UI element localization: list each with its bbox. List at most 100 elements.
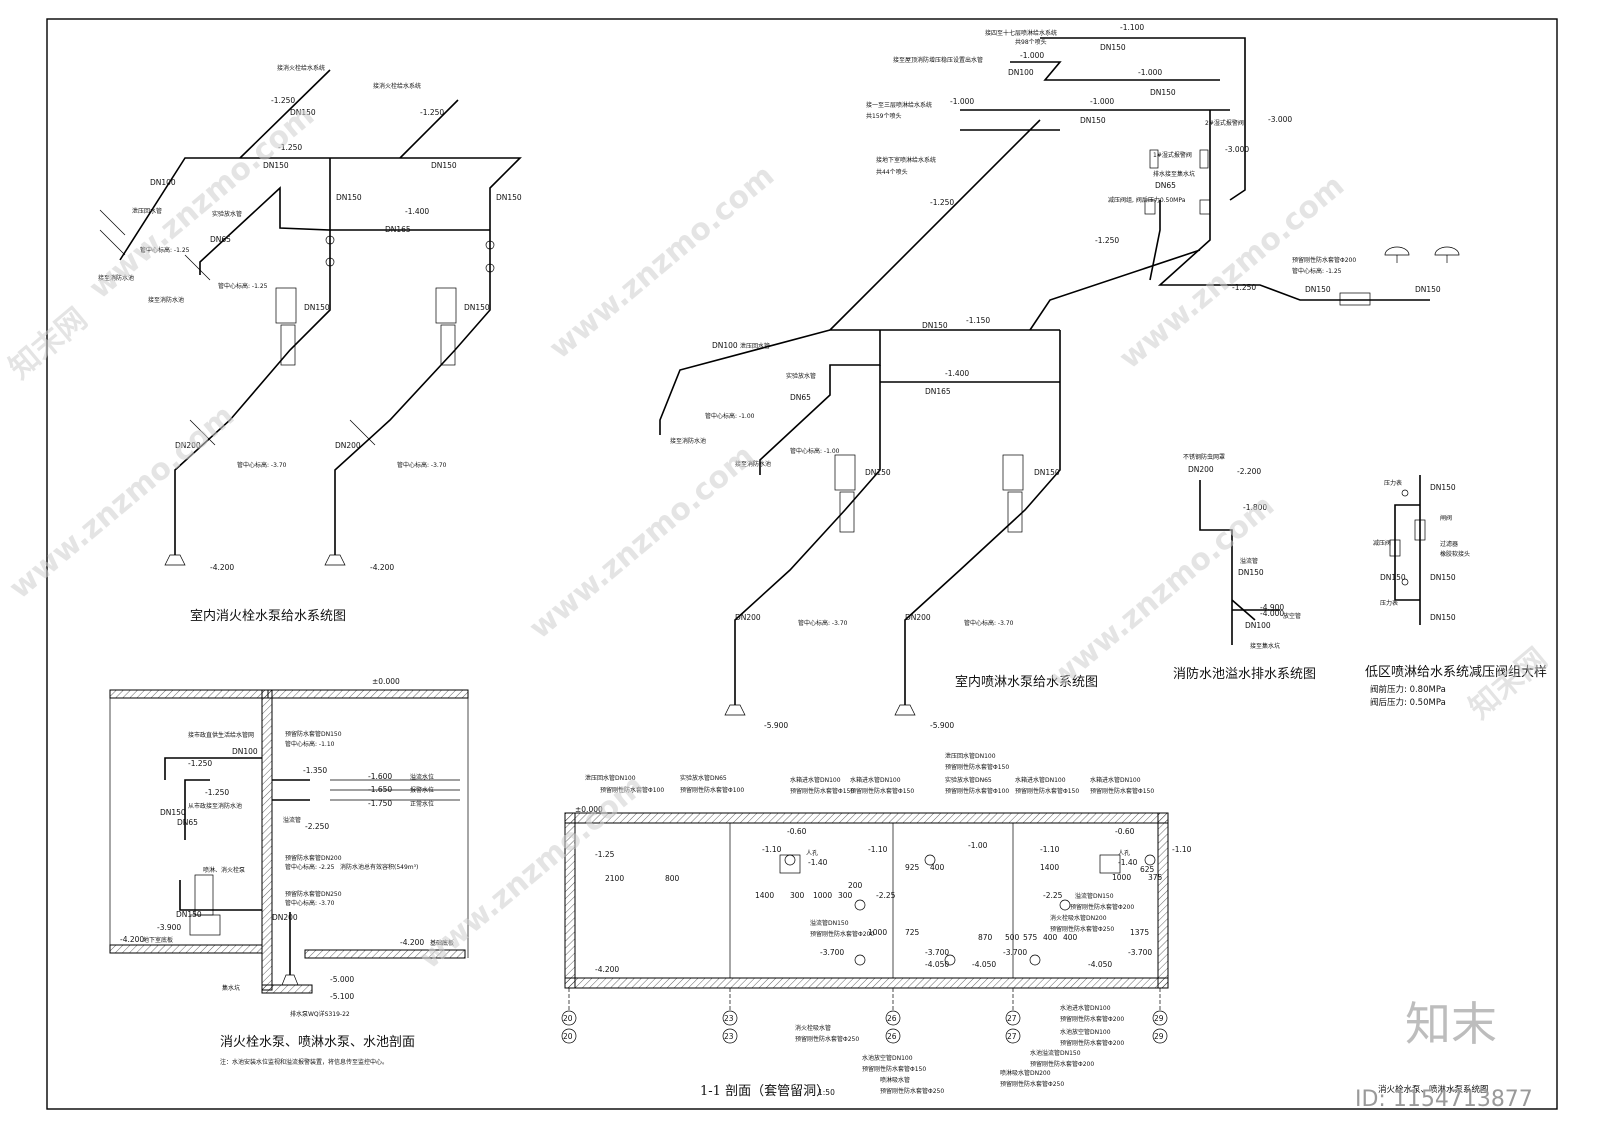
axis-top-20: 20 — [563, 1014, 573, 1023]
ps-el-3900: -3.900 — [157, 923, 181, 932]
of-el-4900: -4.900 — [1260, 603, 1284, 612]
vg-dn150-b: DN150 — [1380, 573, 1406, 582]
ps-w3: 正常水位 — [410, 800, 434, 808]
ps-el-5000: -5.000 — [330, 975, 354, 984]
of-el-2200: -2.200 — [1237, 467, 1261, 476]
watermark-brand-2: 知末网 — [1463, 641, 1554, 726]
s11-el-420: -4.200 — [595, 965, 619, 974]
overflow-title: 消防水池溢水排水系统图 — [1173, 666, 1316, 682]
vg-gauge1: 压力表 — [1384, 479, 1402, 487]
valve-pre-pressure: 阀前压力: 0.80MPa — [1370, 684, 1446, 695]
s11-d925: 925 — [905, 863, 920, 872]
s11-el-370c: -3.700 — [1003, 948, 1027, 957]
ps-pump: 喷淋、消火栓泵 — [203, 866, 245, 874]
of-el-1800: -1.800 — [1243, 503, 1267, 512]
s11-top5b: 预留刚性防水套管Φ150 — [945, 763, 1009, 771]
valve-group-diagram: 压力表 DN150 闸阀 减压阀 过滤器 橡胶软接头 DN150 DN150 压… — [1365, 475, 1547, 708]
axis-top-27: 27 — [1007, 1014, 1017, 1023]
spr-c4: 管中心标高: -3.70 — [964, 619, 1014, 627]
s11-el-110b: -1.10 — [868, 845, 888, 854]
s11-b4a: 水池进水管DN100 — [1060, 1004, 1111, 1012]
ps-center110: 管中心标高: -1.10 — [285, 740, 335, 748]
s11-d1000b: 1000 — [1112, 873, 1131, 882]
section-11-scale: 1:50 — [818, 1088, 835, 1097]
vg-valve: 闸阀 — [1440, 514, 1452, 522]
watermark-brand-1: 知末网 — [3, 301, 94, 386]
hydrant-dn100: DN100 — [150, 178, 176, 187]
s11-el-140a: -1.40 — [808, 858, 828, 867]
pump-note: 注：水池安装水位监视和溢流报警装置，将信息传至监控中心。 — [220, 1058, 388, 1066]
axis-bot-26: 26 — [887, 1032, 897, 1041]
spr-dn150-e: DN150 — [1415, 285, 1441, 294]
spr-dn165: DN165 — [925, 387, 951, 396]
s11-top8a: 水箱进水管DN100 — [1090, 776, 1141, 784]
s11-d1400b: 1400 — [1040, 863, 1059, 872]
s11-d870: 870 — [978, 933, 993, 942]
ps-el-1250a: -1.250 — [188, 759, 212, 768]
vg-filter: 过滤器 — [1440, 540, 1458, 548]
spr-dn150-a: DN150 — [1100, 43, 1126, 52]
s11-b3a: 喷淋吸水管 — [880, 1076, 910, 1084]
s11-man1: 人孔 — [806, 849, 818, 857]
ps-w1: 溢流水位 — [410, 773, 434, 781]
s11-d725: 725 — [905, 928, 920, 937]
hydrant-dn65: DN65 — [210, 235, 231, 244]
s11-top4a: 水箱进水管DN100 — [850, 776, 901, 784]
s11-b6a: 水池溢流管DN150 — [1030, 1049, 1081, 1057]
s11-b1a: 消火栓吸水管 — [795, 1024, 831, 1032]
spr-el-1000c: -1.000 — [950, 97, 974, 106]
watermark-text-6: www.znzmo.com — [1043, 488, 1281, 696]
ps-reserve: 消防水池总有效容积(549m³) — [340, 863, 418, 871]
s11-d1400: 1400 — [755, 891, 774, 900]
hydrant-title: 室内消火栓水泵给水系统图 — [190, 608, 346, 624]
ps-el-4200b: -4.200 — [400, 938, 424, 947]
spr-lbl-a2: 共98个喷头 — [1015, 38, 1047, 46]
spr-el-1400: -1.400 — [945, 369, 969, 378]
watermark-text-5: www.znzmo.com — [523, 438, 761, 646]
s11-b5b: 预留刚性防水套管Φ200 — [1060, 1039, 1124, 1047]
s11-b5a: 水池放空管DN100 — [1060, 1028, 1111, 1036]
ps-dn150-a: DN150 — [160, 808, 186, 817]
spr-dn65-b: DN65 — [790, 393, 811, 402]
hydrant-label-top1: 接消火栓给水系统 — [277, 64, 325, 72]
watermark-text-4: www.znzmo.com — [3, 398, 241, 606]
hydrant-system-diagram: 接消火栓给水系统 接消火栓给水系统 -1.250 -1.250 -1.250 D… — [98, 64, 522, 624]
ps-floor2: 基础底板 — [430, 939, 454, 947]
s11-d2100: 2100 — [605, 874, 624, 883]
s11-b7b: 预留刚性防水套管Φ250 — [1000, 1080, 1064, 1088]
s11-m2a: 溢流管DN150 — [810, 919, 849, 927]
vg-joint: 橡胶软接头 — [1440, 550, 1470, 558]
vg-dn150-c: DN150 — [1430, 573, 1456, 582]
of-dn150: DN150 — [1238, 568, 1264, 577]
spr-alarm1: 1#湿式报警阀 — [1153, 151, 1192, 159]
spr-dn200-b: DN200 — [905, 613, 931, 622]
spr-el-5900a: -5.900 — [764, 721, 788, 730]
s11-d500: 500 — [1005, 933, 1020, 942]
hydrant-dn150-r2: DN150 — [496, 193, 522, 202]
hydrant-dn200-1: DN200 — [175, 441, 201, 450]
axis-top-26: 26 — [887, 1014, 897, 1023]
s11-b4b: 预留刚性防水套管Φ200 — [1060, 1015, 1124, 1023]
of-overflow: 溢流管 — [1240, 557, 1258, 565]
spr-el-1250b: -1.250 — [1095, 236, 1119, 245]
s11-man2: 人孔 — [1118, 849, 1130, 857]
hydrant-dn150-r3: DN150 — [304, 303, 330, 312]
spr-el-1000a: -1.000 — [1020, 51, 1044, 60]
hydrant-label-test: 实验放水管 — [212, 210, 242, 218]
ps-el-2250: -2.250 — [305, 822, 329, 831]
hydrant-dn150-main2: DN150 — [431, 161, 457, 170]
s11-el-110d: -1.10 — [1172, 845, 1192, 854]
s11-top6a: 实验放水管DN65 — [945, 776, 992, 784]
ps-supply: 从市政接至消防水池 — [188, 802, 242, 810]
hydrant-el-1400: -1.400 — [405, 207, 429, 216]
hydrant-el-1250c: -1.250 — [278, 143, 302, 152]
spr-el-5900b: -5.900 — [930, 721, 954, 730]
valve-post-pressure: 阀后压力: 0.50MPa — [1370, 697, 1446, 708]
ps-el-0: ±0.000 — [372, 677, 400, 686]
s11-top6b: 预留刚性防水套管Φ100 — [945, 787, 1009, 795]
s11-d400b: 400 — [1043, 933, 1058, 942]
s11-b2a: 水池放空管DN100 — [862, 1054, 913, 1062]
spr-c3: 管中心标高: -3.70 — [798, 619, 848, 627]
s11-top8b: 预留刚性防水套管Φ150 — [1090, 787, 1154, 795]
